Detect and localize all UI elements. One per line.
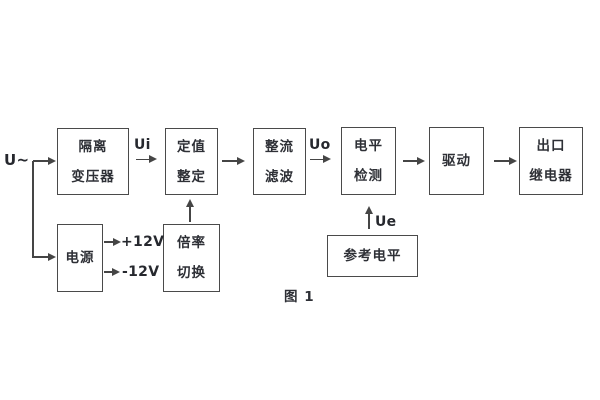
arrow-input-to-transformer (33, 157, 56, 165)
label-minus-12v: -12V (122, 264, 160, 280)
label-plus-12v: +12V (121, 234, 165, 250)
label-input-voltage: U~ (4, 151, 30, 169)
label-ue: Ue (375, 214, 397, 230)
arrow-input-to-power (33, 253, 56, 261)
block-output-relay: 出口 继电器 (519, 127, 583, 195)
block-output-relay-line1: 出口 (536, 138, 566, 154)
arrow-rectify-to-detect (310, 155, 331, 163)
arrow-power-minus12 (104, 268, 120, 276)
block-driver-line1: 驱动 (442, 153, 471, 169)
arrow-ratio-to-setting (186, 199, 194, 222)
block-ratio-switch-line1: 倍率 (177, 235, 206, 251)
arrow-transformer-to-setting (136, 155, 157, 163)
block-level-detect-line1: 电平 (354, 138, 383, 154)
block-level-detect-line2: 检测 (354, 168, 383, 184)
block-power-supply: 电源 (57, 224, 103, 292)
arrow-power-plus12 (104, 238, 121, 246)
block-output-relay-line2: 继电器 (529, 168, 573, 184)
block-isolation-transformer: 隔离 变压器 (57, 128, 129, 195)
block-ratio-switch-line2: 切换 (177, 265, 206, 281)
block-reference-level: 参考电平 (327, 235, 418, 277)
arrow-reference-to-detect (365, 206, 373, 229)
block-isolation-transformer-line2: 变压器 (71, 168, 115, 185)
block-level-detect: 电平 检测 (341, 127, 396, 195)
label-ui: Ui (134, 137, 151, 153)
block-rectify-filter: 整流 滤波 (253, 128, 306, 195)
arrow-detect-to-driver (403, 157, 425, 165)
figure-caption: 图 1 (284, 289, 315, 305)
block-reference-level-line1: 参考电平 (343, 248, 402, 264)
block-setting-adjust-line1: 定值 (177, 138, 206, 155)
block-setting-adjust-line2: 整定 (177, 168, 206, 185)
label-uo: Uo (309, 137, 331, 153)
block-driver: 驱动 (429, 127, 484, 195)
block-isolation-transformer-line1: 隔离 (78, 138, 108, 155)
block-rectify-filter-line1: 整流 (265, 138, 294, 155)
block-rectify-filter-line2: 滤波 (265, 168, 294, 185)
block-ratio-switch: 倍率 切换 (163, 224, 220, 292)
arrow-driver-to-relay (494, 157, 517, 165)
block-setting-adjust: 定值 整定 (165, 128, 218, 195)
block-power-supply-line1: 电源 (65, 250, 95, 266)
input-branch-line (32, 161, 34, 258)
arrow-setting-to-rectify (222, 157, 245, 165)
